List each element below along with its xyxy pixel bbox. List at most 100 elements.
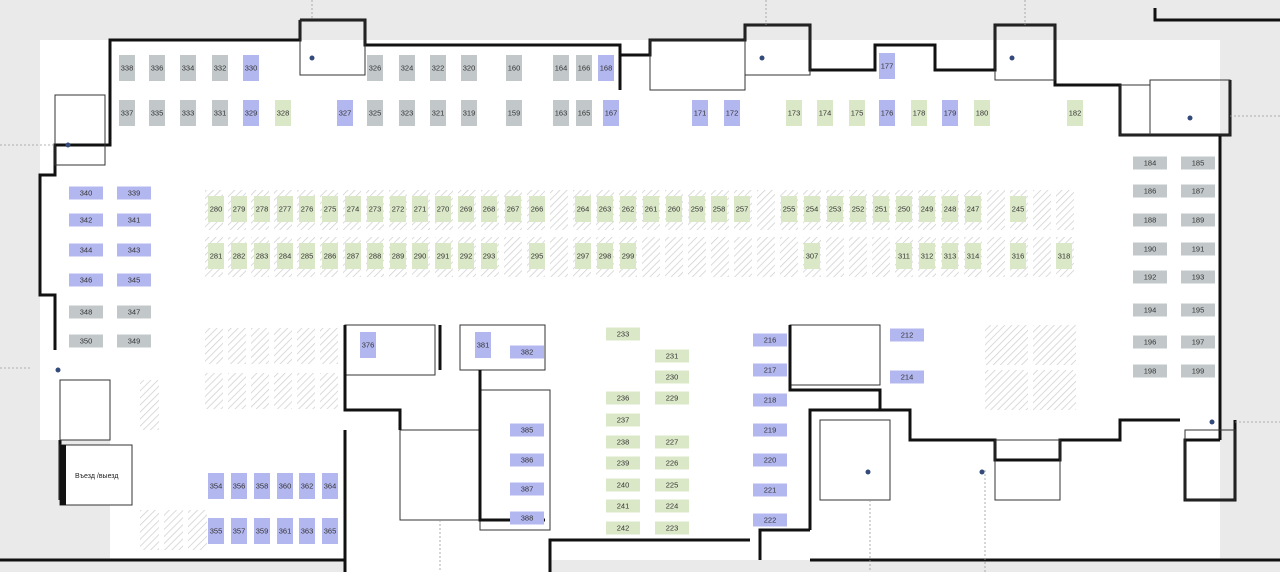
parking-spot-347[interactable] [117, 305, 151, 319]
parking-spot-277[interactable] [277, 196, 293, 222]
parking-spot-358[interactable] [254, 473, 270, 499]
parking-spot-342[interactable] [69, 213, 103, 227]
parking-spot-363[interactable] [299, 518, 315, 544]
parking-spot-233[interactable] [606, 327, 640, 341]
parking-spot-381[interactable] [475, 332, 491, 358]
parking-spot-364[interactable] [322, 473, 338, 499]
parking-spot-168[interactable] [598, 55, 614, 81]
parking-spot-171[interactable] [692, 100, 708, 126]
parking-spot-272[interactable] [390, 196, 406, 222]
parking-spot-273[interactable] [367, 196, 383, 222]
parking-spot-324[interactable] [399, 55, 415, 81]
parking-spot-184[interactable] [1133, 156, 1167, 170]
parking-spot-177[interactable] [879, 53, 895, 79]
parking-spot-249[interactable] [919, 196, 935, 222]
parking-spot-346[interactable] [69, 273, 103, 287]
parking-spot-250[interactable] [896, 196, 912, 222]
parking-spot-175[interactable] [849, 100, 865, 126]
parking-spot-326[interactable] [367, 55, 383, 81]
parking-spot-307[interactable] [804, 243, 820, 269]
parking-spot-193[interactable] [1181, 270, 1215, 284]
parking-spot-164[interactable] [553, 55, 569, 81]
parking-spot-239[interactable] [606, 456, 640, 470]
parking-spot-189[interactable] [1181, 213, 1215, 227]
parking-spot-278[interactable] [254, 196, 270, 222]
parking-spot-192[interactable] [1133, 270, 1167, 284]
parking-spot-338[interactable] [119, 55, 135, 81]
parking-spot-221[interactable] [753, 483, 787, 497]
parking-spot-280[interactable] [208, 196, 224, 222]
parking-spot-223[interactable] [655, 521, 689, 535]
parking-spot-291[interactable] [435, 243, 451, 269]
parking-spot-255[interactable] [781, 196, 797, 222]
parking-spot-288[interactable] [367, 243, 383, 269]
parking-spot-217[interactable] [753, 363, 787, 377]
parking-spot-311[interactable] [896, 243, 912, 269]
parking-spot-322[interactable] [430, 55, 446, 81]
parking-spot-269[interactable] [458, 196, 474, 222]
parking-spot-287[interactable] [345, 243, 361, 269]
parking-spot-194[interactable] [1133, 303, 1167, 317]
parking-spot-159[interactable] [506, 100, 522, 126]
parking-spot-289[interactable] [390, 243, 406, 269]
parking-spot-268[interactable] [481, 196, 497, 222]
parking-spot-335[interactable] [149, 100, 165, 126]
parking-spot-188[interactable] [1133, 213, 1167, 227]
parking-spot-222[interactable] [753, 513, 787, 527]
parking-spot-258[interactable] [711, 196, 727, 222]
parking-spot-298[interactable] [597, 243, 613, 269]
parking-spot-285[interactable] [299, 243, 315, 269]
parking-spot-262[interactable] [620, 196, 636, 222]
parking-spot-283[interactable] [254, 243, 270, 269]
parking-spot-365[interactable] [322, 518, 338, 544]
parking-spot-182[interactable] [1067, 100, 1083, 126]
parking-spot-336[interactable] [149, 55, 165, 81]
parking-spot-332[interactable] [212, 55, 228, 81]
parking-spot-331[interactable] [212, 100, 228, 126]
parking-spot-292[interactable] [458, 243, 474, 269]
parking-spot-319[interactable] [461, 100, 477, 126]
parking-spot-259[interactable] [689, 196, 705, 222]
parking-spot-282[interactable] [231, 243, 247, 269]
parking-spot-387[interactable] [510, 482, 544, 496]
parking-spot-341[interactable] [117, 213, 151, 227]
parking-spot-356[interactable] [231, 473, 247, 499]
parking-spot-376[interactable] [360, 332, 376, 358]
parking-spot-174[interactable] [817, 100, 833, 126]
parking-spot-261[interactable] [643, 196, 659, 222]
parking-spot-318[interactable] [1056, 243, 1072, 269]
parking-spot-260[interactable] [666, 196, 682, 222]
parking-spot-290[interactable] [412, 243, 428, 269]
parking-spot-274[interactable] [345, 196, 361, 222]
parking-spot-226[interactable] [655, 456, 689, 470]
parking-spot-241[interactable] [606, 499, 640, 513]
parking-spot-320[interactable] [461, 55, 477, 81]
parking-spot-299[interactable] [620, 243, 636, 269]
parking-spot-257[interactable] [734, 196, 750, 222]
parking-spot-224[interactable] [655, 499, 689, 513]
parking-spot-388[interactable] [510, 511, 544, 525]
parking-spot-186[interactable] [1133, 184, 1167, 198]
parking-spot-187[interactable] [1181, 184, 1215, 198]
parking-spot-344[interactable] [69, 243, 103, 257]
parking-spot-218[interactable] [753, 393, 787, 407]
parking-spot-361[interactable] [277, 518, 293, 544]
parking-spot-382[interactable] [510, 345, 544, 359]
parking-spot-248[interactable] [942, 196, 958, 222]
parking-spot-160[interactable] [506, 55, 522, 81]
parking-spot-266[interactable] [529, 196, 545, 222]
parking-spot-333[interactable] [180, 100, 196, 126]
parking-spot-190[interactable] [1133, 242, 1167, 256]
parking-spot-314[interactable] [965, 243, 981, 269]
parking-spot-325[interactable] [367, 100, 383, 126]
parking-spot-227[interactable] [655, 435, 689, 449]
parking-spot-350[interactable] [69, 334, 103, 348]
parking-spot-284[interactable] [277, 243, 293, 269]
parking-spot-219[interactable] [753, 423, 787, 437]
parking-spot-323[interactable] [399, 100, 415, 126]
parking-spot-267[interactable] [505, 196, 521, 222]
parking-spot-328[interactable] [275, 100, 291, 126]
parking-spot-281[interactable] [208, 243, 224, 269]
parking-spot-230[interactable] [655, 370, 689, 384]
parking-spot-252[interactable] [850, 196, 866, 222]
